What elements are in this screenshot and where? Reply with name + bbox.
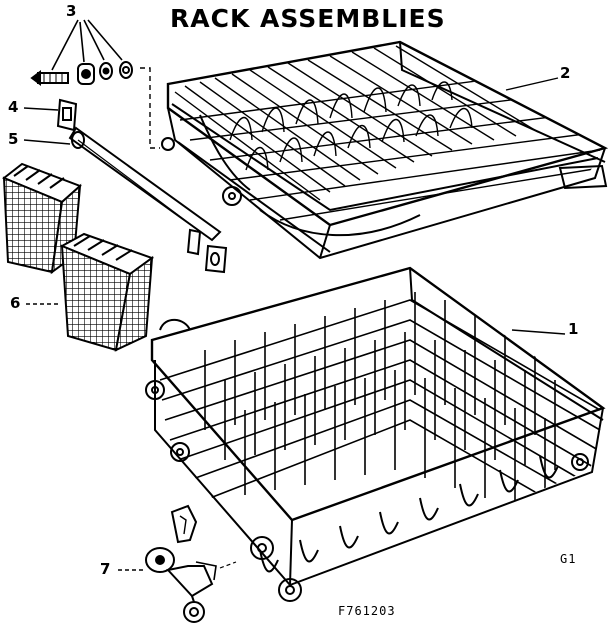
- bolt-bushing-set: [30, 19, 160, 149]
- diagram-title: RACK ASSEMBLIES: [170, 4, 446, 33]
- callout-4: 4: [8, 98, 19, 116]
- figure-code: F761203: [338, 604, 396, 618]
- group-code: G1: [560, 552, 577, 566]
- callout-7: 7: [100, 560, 111, 578]
- rack-slide-rail: [23, 126, 228, 274]
- lower-rack: [145, 266, 606, 602]
- callout-1: 1: [568, 320, 579, 338]
- leader-line-2: [505, 77, 559, 91]
- cutlery-baskets: [2, 162, 155, 352]
- callout-2: 2: [560, 64, 571, 82]
- callout-5: 5: [8, 130, 19, 148]
- leader-line-1: [511, 329, 566, 335]
- callout-3: 3: [66, 2, 77, 20]
- wheel-bracket-assembly: [118, 504, 237, 623]
- callout-6: 6: [10, 294, 21, 312]
- upper-rack: [161, 40, 608, 260]
- rack-clip: [23, 98, 78, 132]
